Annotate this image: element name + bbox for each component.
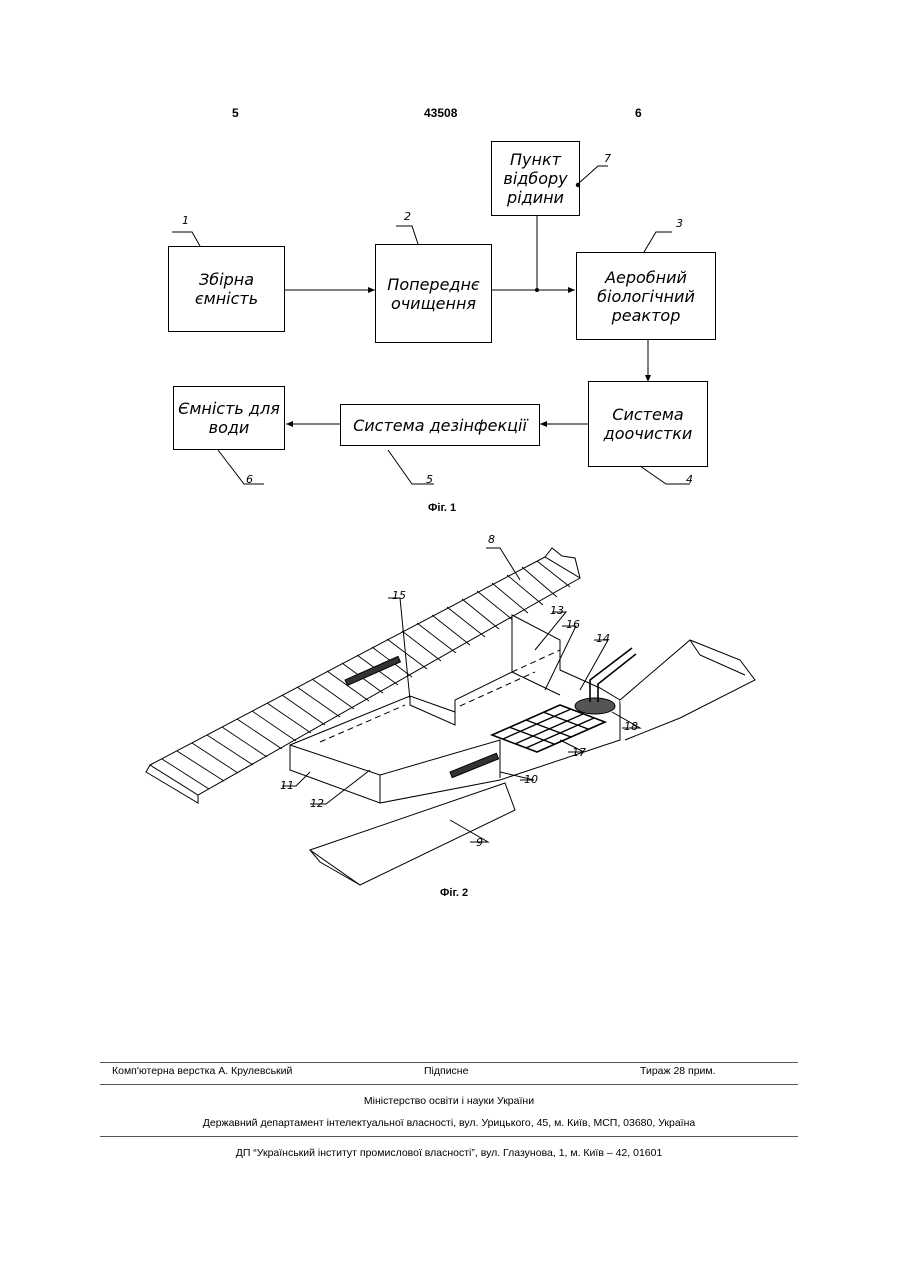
fig2-label-10: 10 xyxy=(524,773,538,786)
fig2-caption: Фіг. 2 xyxy=(440,887,468,899)
fig2-label-12: 12 xyxy=(310,797,324,810)
fig2-label-16: 16 xyxy=(566,618,580,631)
footer-rule-middle xyxy=(100,1084,798,1085)
footer-layout-credit: Комп'ютерна верстка А. Крулевський xyxy=(112,1065,292,1077)
footer-circulation: Тираж 28 прим. xyxy=(640,1065,716,1077)
footer-signed: Підписне xyxy=(424,1065,468,1077)
fig2-label-18: 18 xyxy=(624,720,638,733)
fig2-label-8: 8 xyxy=(488,533,495,546)
outlet-channel-9 xyxy=(310,783,515,885)
footer-rule-top xyxy=(100,1062,798,1063)
fig2-label-14: 14 xyxy=(596,632,610,645)
fig2-label-9: 9 xyxy=(476,836,483,849)
footer-institute: ДП “Український інститут промислової вла… xyxy=(100,1147,798,1159)
fig2-label-11: 11 xyxy=(280,779,294,792)
fig2-label-17: 17 xyxy=(572,746,586,759)
fig2-label-15: 15 xyxy=(392,589,406,602)
footer-rule-bottom xyxy=(100,1136,798,1137)
footer-department: Державний департамент інтелектуальної вл… xyxy=(100,1117,798,1129)
fig2-label-13: 13 xyxy=(550,604,564,617)
footer-ministry: Міністерство освіти і науки України xyxy=(100,1095,798,1107)
